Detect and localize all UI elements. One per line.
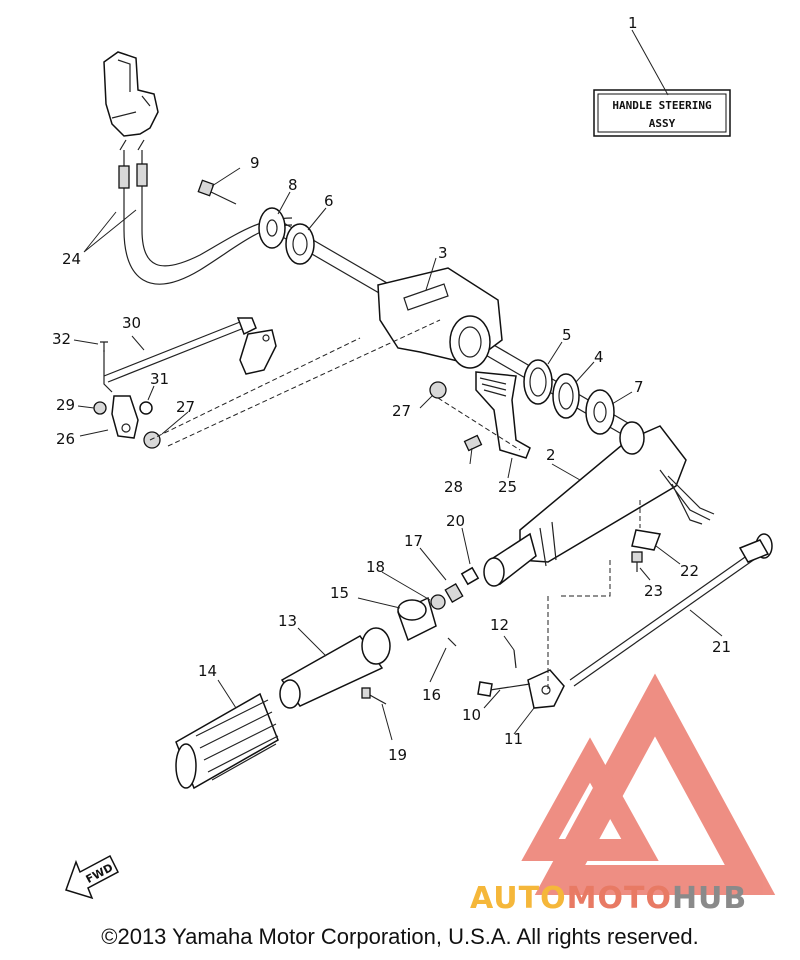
bracket-26 xyxy=(111,395,139,439)
part-number-13: 13 xyxy=(278,612,297,630)
part-number-6: 6 xyxy=(324,192,334,210)
part-number-12: 12 xyxy=(490,616,509,634)
washer-5 xyxy=(523,359,553,405)
part-number-15: 15 xyxy=(330,584,349,602)
part-number-4: 4 xyxy=(594,348,604,366)
part-number-3: 3 xyxy=(438,244,448,262)
key-28 xyxy=(463,434,483,452)
part-number-31: 31 xyxy=(150,370,169,388)
part-number-26: 26 xyxy=(56,430,75,448)
part-number-27-left: 27 xyxy=(176,398,195,416)
spring-17 xyxy=(444,583,464,603)
part-number-30: 30 xyxy=(122,314,141,332)
nut-29 xyxy=(93,401,107,415)
steering-handle-arm xyxy=(483,421,715,587)
pin-16 xyxy=(447,637,457,647)
part-number-21: 21 xyxy=(712,638,731,656)
watermark-auto: AUTO xyxy=(470,881,567,916)
part-number-29: 29 xyxy=(56,396,75,414)
collar-27-right xyxy=(429,381,447,399)
pin-32 xyxy=(100,341,108,352)
watermark-brand: AUTOMOTOHUB xyxy=(470,881,747,916)
fwd-arrow-icon: FWD xyxy=(65,854,119,900)
bolt-9 xyxy=(197,179,237,205)
collar-27-left xyxy=(143,431,161,449)
washer-8 xyxy=(258,207,286,249)
screw-20 xyxy=(460,566,480,586)
screw-23 xyxy=(631,551,643,572)
part-number-2: 2 xyxy=(546,446,556,464)
steering-handle-tube xyxy=(261,214,641,441)
assy-label-box: HANDLE STEERING ASSY xyxy=(593,89,731,137)
part-number-1: 1 xyxy=(628,14,638,32)
part-number-27-right: 27 xyxy=(392,402,411,420)
part-number-5: 5 xyxy=(562,326,572,344)
copyright-footer: ©2013 Yamaha Motor Corporation, U.S.A. A… xyxy=(101,924,699,949)
part-number-11: 11 xyxy=(504,730,523,748)
assy-label-line1: HANDLE STEERING xyxy=(612,99,712,112)
pin-12 xyxy=(513,649,517,669)
part-number-23: 23 xyxy=(644,582,663,600)
part-number-18: 18 xyxy=(366,558,385,576)
screw-19 xyxy=(361,687,387,705)
part-number-9: 9 xyxy=(250,154,260,172)
part-number-14: 14 xyxy=(198,662,217,680)
washer-7 xyxy=(585,389,615,435)
washer-31 xyxy=(139,401,153,415)
part-number-19: 19 xyxy=(388,746,407,764)
part-number-8: 8 xyxy=(288,176,298,194)
part-number-32: 32 xyxy=(52,330,71,348)
part-number-28: 28 xyxy=(444,478,463,496)
part-number-22: 22 xyxy=(680,562,699,580)
washer-4 xyxy=(552,373,580,419)
part-number-16: 16 xyxy=(422,686,441,704)
automotohub-logo-icon xyxy=(521,673,776,895)
part-number-7: 7 xyxy=(634,378,644,396)
part-number-17: 17 xyxy=(404,532,423,550)
part-number-24: 24 xyxy=(62,250,81,268)
assy-label-line2: ASSY xyxy=(649,117,676,130)
collar-15 xyxy=(397,596,437,642)
clamp-11 xyxy=(527,669,565,709)
steering-bracket xyxy=(103,51,159,137)
plate-22 xyxy=(631,529,662,551)
washer-6 xyxy=(285,223,315,265)
friction-adjuster-21 xyxy=(569,533,773,687)
part-number-10: 10 xyxy=(462,706,481,724)
throttle-grip-14 xyxy=(175,692,279,790)
watermark-moto: MOTO xyxy=(567,881,672,916)
washer-18 xyxy=(430,594,446,610)
part-number-20: 20 xyxy=(446,512,465,530)
part-number-25: 25 xyxy=(498,478,517,496)
bolt-10 xyxy=(477,681,531,697)
link-rod-30 xyxy=(103,317,277,393)
throttle-lever-25 xyxy=(475,371,531,459)
throttle-shaft-13 xyxy=(279,627,391,709)
watermark-hub: HUB xyxy=(672,881,747,916)
